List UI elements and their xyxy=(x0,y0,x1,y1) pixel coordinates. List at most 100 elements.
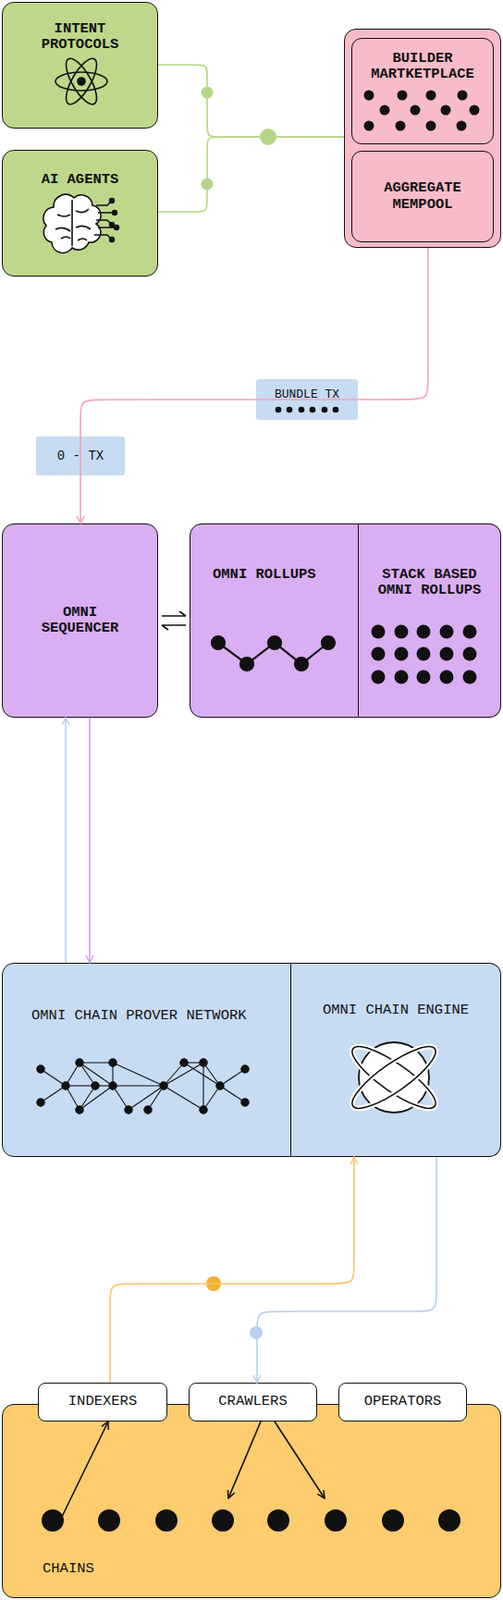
process-box: AGGREGATE MEMPOOL xyxy=(351,150,494,243)
prover-network xyxy=(147,1085,164,1110)
builder-dots xyxy=(364,90,480,132)
prover-network xyxy=(40,1085,66,1103)
atom-icon xyxy=(55,72,108,91)
atom-icon xyxy=(77,77,86,86)
prover-network xyxy=(65,1084,96,1086)
prover-network xyxy=(241,1065,249,1073)
prover-network xyxy=(40,1068,66,1086)
connector xyxy=(80,247,429,524)
node-title: CRAWLERS xyxy=(218,1393,287,1410)
globe-icon xyxy=(344,1037,443,1118)
node-title: OMNI SEQUENCER xyxy=(24,604,136,637)
rollup-chain xyxy=(218,642,329,664)
globe-icon xyxy=(358,1042,430,1113)
prover-network xyxy=(109,1081,117,1090)
process-box: STACK BASED OMNI ROLLUPS xyxy=(358,523,502,718)
bundle-dots xyxy=(321,406,329,414)
chain-dots xyxy=(267,1509,290,1532)
process-box: OMNI ROLLUPS xyxy=(189,523,359,718)
prover-network xyxy=(79,1062,96,1086)
prover-network xyxy=(220,1068,246,1086)
bundle-dots xyxy=(286,406,294,414)
tx-tag: 0 - TX xyxy=(36,436,125,476)
atom-icon xyxy=(60,54,102,109)
node-title: OMNI ROLLUPS xyxy=(212,566,317,583)
stack-grid xyxy=(463,670,478,685)
agent-box: AI AGENTS xyxy=(1,149,159,277)
brain-icon xyxy=(43,194,101,253)
builder-dots xyxy=(380,105,391,116)
stack-grid xyxy=(371,670,386,685)
stack-grid xyxy=(371,625,478,685)
band-box: INDEXERSCRAWLERSOPERATORSCHAINS xyxy=(1,1403,502,1598)
chain-dots xyxy=(324,1509,347,1532)
stack-grid xyxy=(440,670,454,685)
stack-grid xyxy=(440,647,454,662)
prover-network xyxy=(79,1061,113,1063)
prover-network xyxy=(163,1085,204,1110)
prover-network xyxy=(202,1062,204,1110)
junction-dot xyxy=(201,178,214,191)
junction-dot xyxy=(201,86,278,191)
node-title: STACK BASED OMNI ROLLUPS xyxy=(369,566,491,599)
node-title: INDEXERS xyxy=(68,1393,137,1410)
prover-network xyxy=(241,1098,249,1106)
process-box: BUILDER MARTKETPLACE xyxy=(351,37,494,145)
tag-box: INDEXERS xyxy=(37,1382,168,1422)
prover-network xyxy=(163,1062,204,1086)
builder-dots xyxy=(426,90,437,101)
node-title: AI AGENTS xyxy=(41,171,120,188)
rollup-chain xyxy=(294,657,308,671)
connector xyxy=(158,64,344,137)
node-title: OPERATORS xyxy=(364,1393,442,1410)
bundle-dots xyxy=(275,406,283,414)
prover-network xyxy=(124,1105,133,1114)
node-title: BUILDER MARTKETPLACE xyxy=(362,50,483,83)
stack-grid xyxy=(371,647,386,662)
prover-network xyxy=(180,1058,188,1067)
chain-dots xyxy=(381,1509,405,1532)
prover-network xyxy=(36,1058,249,1114)
tag-box: CRAWLERS xyxy=(188,1382,318,1422)
atom-icon xyxy=(60,54,102,109)
stack-grid xyxy=(394,625,409,639)
brain-icon xyxy=(112,210,118,216)
prover-network xyxy=(184,1062,221,1086)
connector xyxy=(161,611,186,630)
brain-icon xyxy=(110,237,115,243)
connector xyxy=(257,1156,437,1383)
wire-dot xyxy=(206,1275,263,1339)
connector xyxy=(228,1421,261,1498)
prover-network xyxy=(109,1058,117,1067)
node-title: OMNI CHAIN PROVER NETWORK xyxy=(31,1007,247,1024)
prover-network xyxy=(111,1062,113,1086)
connector xyxy=(158,136,344,212)
process-box: OMNI CHAIN ENGINE xyxy=(291,962,502,1157)
prover-network xyxy=(79,1085,113,1110)
rollup-chain xyxy=(211,636,335,671)
prover-network xyxy=(75,1058,84,1067)
chain-dots xyxy=(438,1509,461,1532)
builder-dots xyxy=(457,90,468,101)
chain-dots xyxy=(155,1509,178,1532)
stack-grid xyxy=(417,625,431,639)
atom-icon xyxy=(55,54,108,109)
brain-icon xyxy=(55,199,91,246)
prover-network xyxy=(199,1058,208,1067)
connector xyxy=(274,1421,325,1498)
prover-network xyxy=(144,1105,152,1114)
chain-dots xyxy=(41,1509,64,1532)
prover-network xyxy=(112,1062,164,1086)
stack-grid xyxy=(440,625,454,639)
prover-network xyxy=(220,1085,246,1103)
brain-icon xyxy=(114,225,120,231)
builder-dots xyxy=(410,105,421,116)
prover-network xyxy=(61,1081,70,1090)
prover-network xyxy=(36,1098,45,1106)
stack-grid xyxy=(463,625,478,639)
globe-icon xyxy=(344,1037,443,1118)
node-title: OMNI CHAIN ENGINE xyxy=(322,1002,469,1019)
prover-network xyxy=(203,1062,221,1086)
